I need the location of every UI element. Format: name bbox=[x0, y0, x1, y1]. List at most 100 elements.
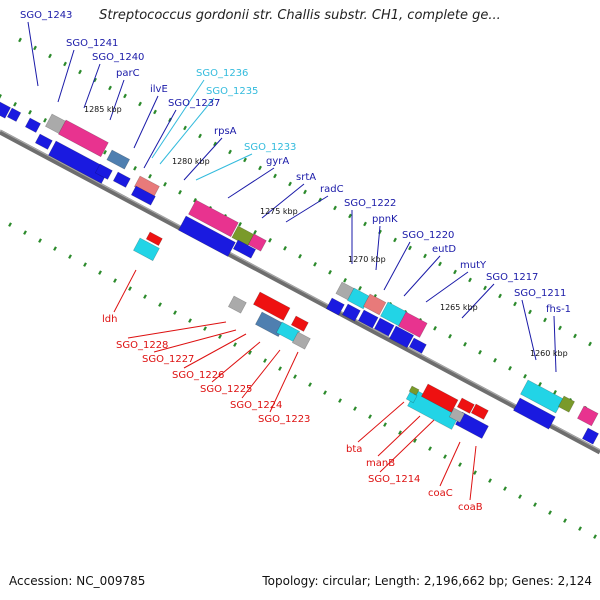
tick-mark bbox=[23, 230, 27, 235]
leader-line bbox=[133, 95, 159, 149]
tick-mark bbox=[333, 205, 337, 211]
leader-line bbox=[195, 153, 253, 181]
tick-mark bbox=[63, 61, 67, 67]
tick-mark bbox=[0, 94, 2, 99]
gene-label-top: rpsA bbox=[214, 126, 237, 137]
tick-mark bbox=[248, 350, 252, 355]
leader-line bbox=[377, 415, 421, 457]
tick-mark bbox=[148, 174, 152, 179]
tick-mark bbox=[268, 238, 272, 243]
tick-mark bbox=[508, 366, 512, 371]
gene-feature bbox=[389, 325, 415, 349]
gene-feature bbox=[513, 397, 556, 430]
leader-line bbox=[143, 109, 177, 169]
tick-mark bbox=[243, 157, 247, 163]
gene-feature bbox=[290, 315, 309, 332]
tick-mark bbox=[398, 430, 402, 435]
gene-feature bbox=[577, 405, 599, 427]
tick-mark bbox=[293, 374, 297, 379]
tick-mark bbox=[163, 182, 167, 187]
gene-feature bbox=[247, 233, 267, 252]
tick-mark bbox=[113, 278, 117, 283]
tick-mark bbox=[383, 422, 387, 427]
gene-feature bbox=[398, 311, 428, 338]
tick-mark bbox=[543, 317, 547, 323]
tick-mark bbox=[523, 374, 527, 379]
gene-label-bottom: SGO_1226 bbox=[172, 370, 224, 381]
tick-mark bbox=[198, 133, 202, 139]
tick-mark bbox=[253, 230, 257, 235]
leader-line bbox=[261, 183, 305, 219]
kbp-label: 1285 kbp bbox=[84, 105, 122, 114]
tick-mark bbox=[443, 454, 447, 459]
genome-backbone bbox=[0, 129, 600, 455]
gene-feature bbox=[106, 149, 131, 170]
leader-line bbox=[151, 79, 205, 159]
leader-line bbox=[153, 329, 237, 353]
tick-mark bbox=[278, 366, 282, 371]
gene-feature bbox=[58, 119, 109, 158]
tick-mark bbox=[353, 406, 357, 411]
leader-line bbox=[383, 241, 411, 291]
tick-mark bbox=[233, 342, 237, 347]
tick-mark bbox=[33, 45, 37, 51]
tick-mark bbox=[43, 118, 47, 123]
tick-mark bbox=[363, 221, 367, 227]
tick-mark bbox=[228, 149, 232, 155]
kbp-label: 1280 kbp bbox=[172, 157, 210, 166]
tick-mark bbox=[153, 109, 157, 115]
leader-line bbox=[403, 255, 441, 297]
leader-line bbox=[357, 401, 405, 443]
gene-feature bbox=[456, 397, 475, 414]
tick-mark bbox=[548, 510, 552, 515]
gene-label-bottom: coaB bbox=[458, 502, 483, 513]
gene-labels: SGO_1243SGO_1241SGO_1240parCilvESGO_1236… bbox=[20, 10, 571, 513]
leader-line bbox=[553, 315, 557, 373]
gene-label-bottom: SGO_1225 bbox=[200, 384, 252, 395]
gene-feature bbox=[448, 407, 465, 423]
tick-mark bbox=[493, 358, 497, 363]
tick-mark bbox=[183, 125, 187, 131]
tick-mark bbox=[323, 390, 327, 395]
leader-line bbox=[521, 299, 537, 361]
tick-mark bbox=[538, 382, 542, 387]
gene-label-bottom: SGO_1223 bbox=[258, 414, 310, 425]
gene-label-bottom: SGO_1227 bbox=[142, 354, 194, 365]
kbp-label: 1260 kbp bbox=[530, 349, 568, 358]
leader-line bbox=[227, 167, 275, 199]
leader-line bbox=[109, 79, 125, 121]
leader-line bbox=[379, 419, 435, 473]
tick-mark bbox=[98, 270, 102, 275]
tick-mark bbox=[308, 382, 312, 387]
kbp-label: 1270 kbp bbox=[348, 255, 386, 264]
tick-mark bbox=[303, 189, 307, 195]
gene-feature bbox=[188, 199, 239, 238]
gene-label-bottom: bta bbox=[346, 444, 362, 455]
tick-mark bbox=[263, 358, 267, 363]
tick-mark bbox=[368, 414, 372, 419]
tick-mark bbox=[13, 102, 17, 107]
tick-mark bbox=[338, 398, 342, 403]
gene-feature bbox=[130, 185, 156, 206]
leader-line bbox=[241, 349, 281, 399]
gene-feature bbox=[94, 163, 113, 180]
gene-label-top: srtA bbox=[296, 172, 316, 183]
gene-feature bbox=[363, 293, 387, 316]
leader-line bbox=[461, 283, 495, 319]
map-title: Streptococcus gordonii str. Challis subs… bbox=[99, 8, 501, 23]
gene-feature bbox=[405, 391, 418, 404]
tick-mark bbox=[343, 278, 347, 283]
gene-feature bbox=[408, 385, 420, 396]
tick-mark bbox=[108, 85, 112, 91]
tick-mark bbox=[558, 325, 562, 331]
leader-line bbox=[183, 333, 247, 369]
tick-mark bbox=[448, 334, 452, 339]
tick-mark bbox=[213, 141, 217, 147]
gene-label-top: radC bbox=[320, 184, 344, 195]
gene-feature bbox=[232, 239, 257, 259]
leader-line bbox=[127, 321, 227, 339]
leader-line bbox=[57, 49, 75, 103]
gene-label-top: parC bbox=[116, 68, 140, 79]
tick-mark bbox=[528, 309, 532, 315]
